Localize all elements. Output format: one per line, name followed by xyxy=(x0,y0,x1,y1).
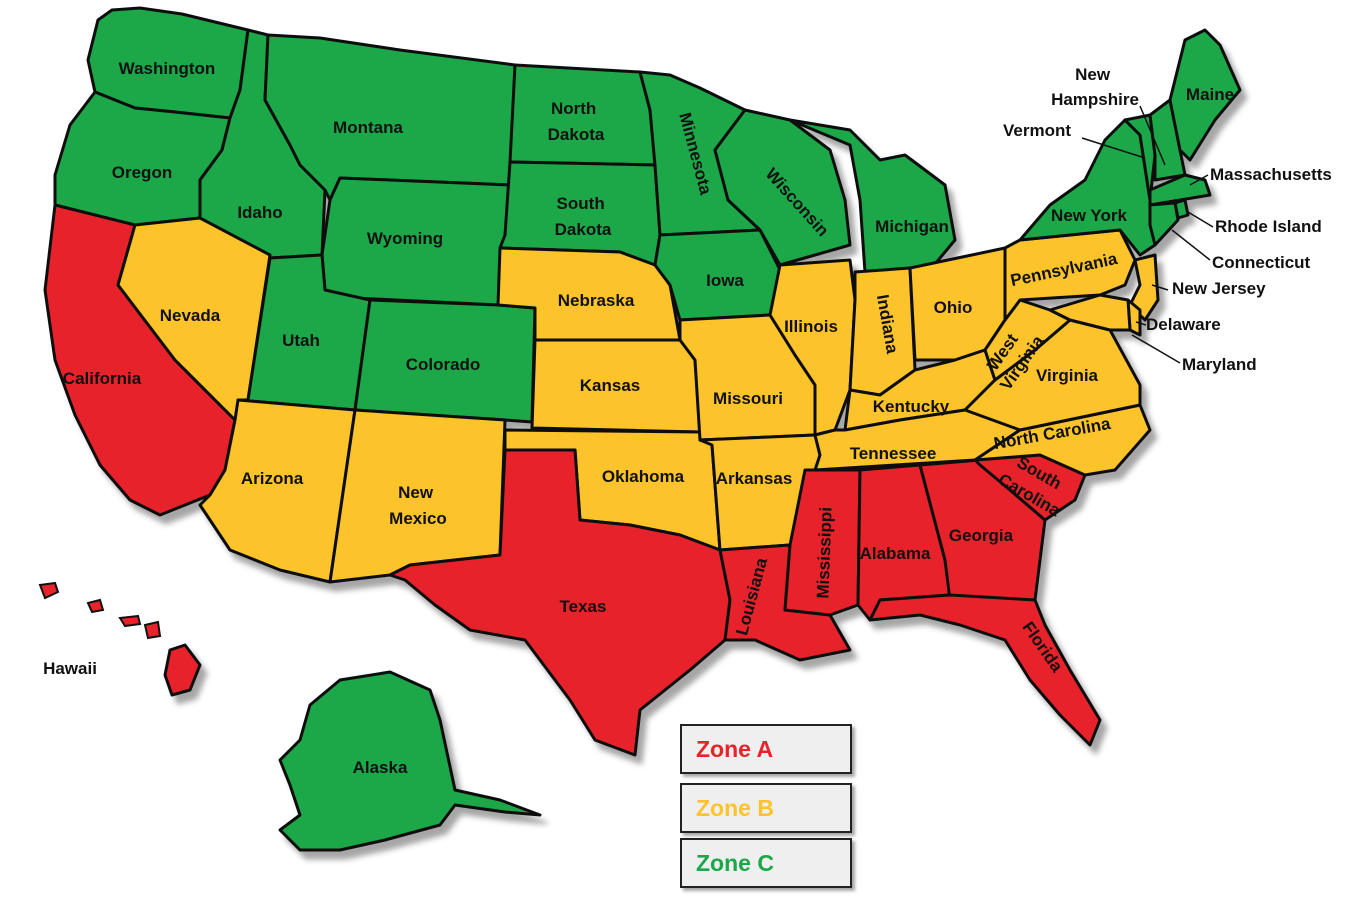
label-wyoming: Wyoming xyxy=(367,229,443,248)
label-new-hampshire-two-line: New Hampshire xyxy=(1051,65,1139,109)
label-south-dakota-word1: South xyxy=(557,194,605,213)
label-kentucky: Kentucky xyxy=(873,397,950,416)
state-north-carolina[interactable] xyxy=(973,403,1152,477)
label-north-dakota-two-line: North Dakota xyxy=(548,99,605,144)
label-alaska: Alaska xyxy=(353,758,408,777)
label-rhode-island: Rhode Island xyxy=(1215,217,1322,236)
legend-zone-b: Zone B xyxy=(680,783,852,833)
legend-zone-a-label: Zone A xyxy=(696,736,774,762)
label-tennessee: Tennessee xyxy=(850,444,937,463)
label-delaware: Delaware xyxy=(1146,315,1221,334)
label-new-hampshire-word1: New xyxy=(1075,65,1111,84)
label-nebraska: Nebraska xyxy=(558,291,635,310)
label-nevada: Nevada xyxy=(160,306,221,325)
label-washington: Washington xyxy=(119,59,216,78)
label-colorado: Colorado xyxy=(406,355,481,374)
label-hawaii: Hawaii xyxy=(43,659,97,678)
legend-zone-c-label: Zone C xyxy=(696,850,774,876)
state-maine[interactable] xyxy=(1168,28,1242,162)
label-vermont: Vermont xyxy=(1003,121,1071,140)
label-oklahoma: Oklahoma xyxy=(602,467,685,486)
northeast-leader-lines xyxy=(1081,105,1214,364)
state-hawaii[interactable] xyxy=(163,643,202,697)
legend-zone-a: Zone A xyxy=(680,724,852,774)
label-new-hampshire-word2: Hampshire xyxy=(1051,90,1139,109)
label-michigan: Michigan xyxy=(875,217,949,236)
label-north-dakota-word2: Dakota xyxy=(548,125,605,144)
state-new-jersey[interactable] xyxy=(1128,253,1160,322)
label-georgia: Georgia xyxy=(949,526,1014,545)
label-kansas: Kansas xyxy=(580,376,640,395)
state-vermont[interactable] xyxy=(1123,113,1157,202)
label-new-mexico-word2: Mexico xyxy=(389,509,447,528)
label-new-mexico-word1: New xyxy=(398,483,434,502)
state-maryland[interactable] xyxy=(1048,293,1132,332)
label-oregon: Oregon xyxy=(112,163,172,182)
legend-zone-b-label: Zone B xyxy=(696,795,774,821)
label-arkansas: Arkansas xyxy=(716,469,793,488)
label-ohio: Ohio xyxy=(934,298,973,317)
label-maryland: Maryland xyxy=(1182,355,1257,374)
label-texas: Texas xyxy=(560,597,607,616)
label-maine: Maine xyxy=(1186,85,1234,104)
label-iowa: Iowa xyxy=(706,271,744,290)
hawaii-islands xyxy=(38,581,162,640)
label-illinois: Illinois xyxy=(784,317,838,336)
label-missouri: Missouri xyxy=(713,389,783,408)
label-mississippi: Mississippi xyxy=(813,507,835,599)
label-south-dakota-two-line: South Dakota xyxy=(555,194,612,239)
label-new-york: New York xyxy=(1051,206,1127,225)
label-new-jersey: New Jersey xyxy=(1172,279,1266,298)
state-texas[interactable] xyxy=(388,448,732,757)
label-south-dakota-word2: Dakota xyxy=(555,220,612,239)
label-alabama: Alabama xyxy=(860,544,931,563)
label-massachusetts: Massachusetts xyxy=(1210,165,1332,184)
label-north-dakota-word1: North xyxy=(551,99,596,118)
state-wisconsin[interactable] xyxy=(713,108,852,267)
legend-zone-c: Zone C xyxy=(680,838,852,888)
label-idaho: Idaho xyxy=(237,203,282,222)
label-arizona: Arizona xyxy=(241,469,304,488)
label-utah: Utah xyxy=(282,331,320,350)
label-montana: Montana xyxy=(333,118,403,137)
label-california: California xyxy=(63,369,142,388)
label-new-mexico-two-line: New Mexico xyxy=(389,483,447,528)
label-virginia: Virginia xyxy=(1036,366,1099,385)
state-florida[interactable] xyxy=(868,593,1102,747)
state-alaska[interactable] xyxy=(278,670,542,852)
state-michigan[interactable] xyxy=(788,118,957,274)
label-connecticut: Connecticut xyxy=(1212,253,1311,272)
state-connecticut[interactable] xyxy=(1148,201,1180,247)
